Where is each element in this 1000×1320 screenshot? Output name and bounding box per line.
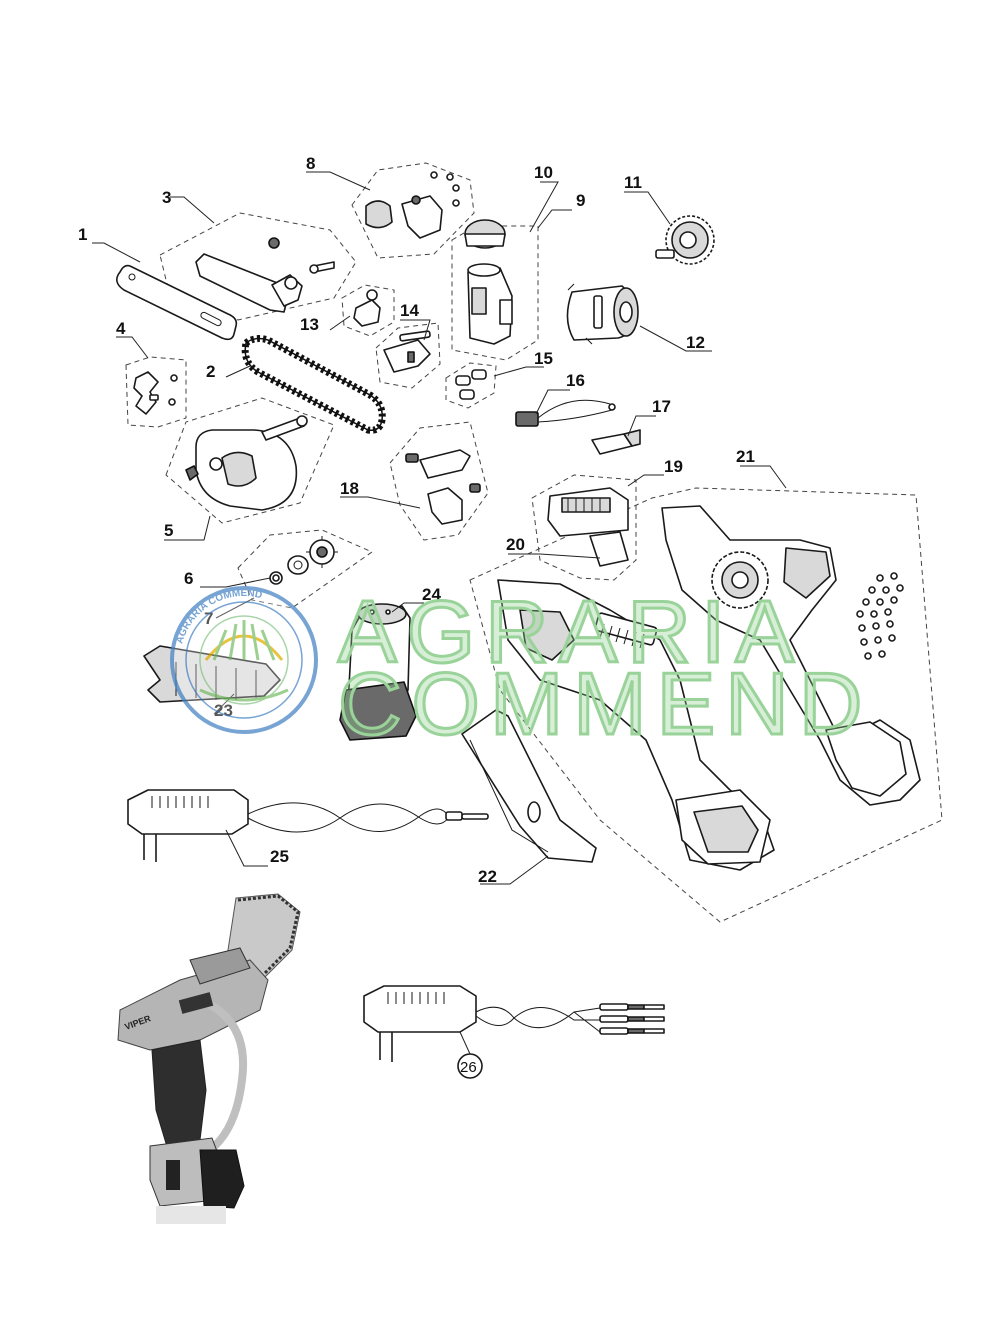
- bar-cover: [195, 237, 335, 313]
- part-number-26: 26: [460, 1059, 477, 1076]
- part-number-6: 6: [184, 569, 193, 588]
- group-box-8: [351, 162, 475, 259]
- part-number-16: 16: [566, 371, 585, 390]
- group-box-14: [375, 322, 441, 389]
- battery-terminal: [547, 487, 629, 567]
- watermark-line2-outline: COMMEND: [338, 654, 872, 753]
- part-number-5: 5: [164, 521, 173, 540]
- group-box-5: [165, 397, 335, 524]
- brand-watermark: AGRARIA AGRARIA COMMEND COMMEND: [337, 581, 872, 755]
- rubber-pads: [455, 369, 487, 400]
- side-cover: [185, 415, 308, 511]
- part-number-4: 4: [116, 319, 126, 338]
- part-number-11: 11: [624, 173, 642, 192]
- bracket-13: [353, 289, 381, 327]
- battery-pack: [339, 603, 417, 741]
- charger-multi: [363, 985, 665, 1079]
- charger-single: [127, 789, 489, 862]
- part-number-13: 13: [300, 315, 319, 334]
- part-number-19: 19: [664, 457, 683, 476]
- switch-buttons: [405, 449, 481, 525]
- group-box-6: [237, 529, 374, 609]
- leader-lines: [92, 171, 787, 1055]
- part-numbers: 1 2 3 4 5 6 7 8 9 10 11 12 13 14 15 16 1…: [78, 154, 755, 1076]
- part-number-1: 1: [78, 225, 87, 244]
- group-box-15: [445, 362, 497, 409]
- drive-gear: [655, 215, 715, 265]
- part-number-20: 20: [506, 535, 525, 554]
- product-photo: VIPER: [117, 893, 301, 1224]
- connector-17: [591, 429, 641, 455]
- part-number-17: 17: [652, 397, 671, 416]
- part-number-18: 18: [340, 479, 359, 498]
- part-number-2: 2: [206, 362, 215, 381]
- part-number-15: 15: [534, 349, 553, 368]
- hand-guard: [461, 709, 597, 863]
- part-number-24: 24: [422, 585, 441, 604]
- part-number-21: 21: [736, 447, 755, 466]
- part-number-12: 12: [686, 333, 705, 352]
- watermark-line1: AGRARIA: [338, 582, 804, 681]
- watermark-line1-outline: AGRARIA: [338, 582, 804, 681]
- watermark-line2: COMMEND: [338, 654, 872, 753]
- micro-switch: [515, 399, 616, 427]
- housing-screws: [856, 572, 904, 660]
- part-number-3: 3: [162, 188, 171, 207]
- seal-watermark: AGRARIA COMMEND: [170, 586, 318, 734]
- part-number-10: 10: [534, 163, 553, 182]
- part-number-22: 22: [478, 867, 497, 886]
- saw-chain: [241, 335, 386, 434]
- chain-catcher: [133, 371, 178, 415]
- sprocket-assembly: [269, 536, 338, 585]
- guide-bar: [116, 264, 238, 341]
- part-number-9: 9: [576, 191, 585, 210]
- main-housing: [497, 505, 921, 871]
- switch-bracket: [383, 330, 431, 373]
- group-box-18: [389, 421, 489, 541]
- group-box-4: [125, 356, 187, 428]
- part-number-8: 8: [306, 154, 315, 173]
- part-number-25: 25: [270, 847, 289, 866]
- oil-tank: [464, 219, 513, 345]
- oil-pump-parts: [365, 171, 460, 239]
- part-number-7: 7: [204, 609, 213, 628]
- electric-motor: [566, 283, 639, 345]
- group-box-19: [531, 474, 637, 581]
- part-number-14: 14: [400, 301, 419, 320]
